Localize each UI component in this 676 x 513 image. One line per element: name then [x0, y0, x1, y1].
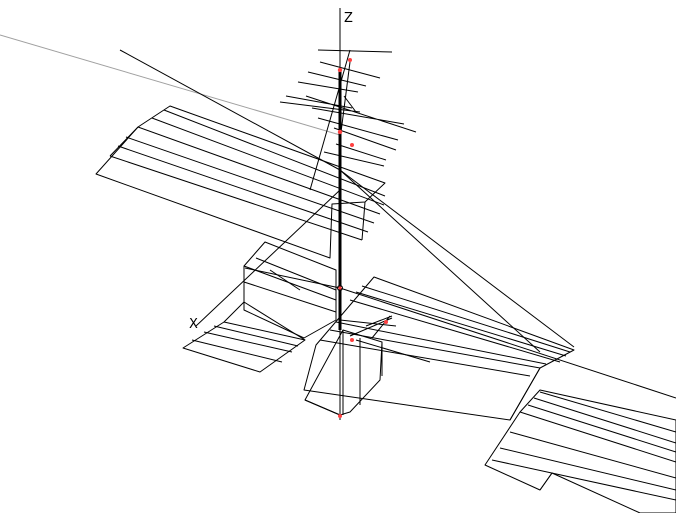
roof-structure-left: [95, 105, 386, 259]
roof-structure-far-right: [484, 389, 676, 513]
antenna-array-lower: [339, 315, 431, 363]
guy-wires: [119, 49, 676, 399]
antenna-array-upper: [279, 49, 417, 191]
roof-structure-center: [243, 241, 337, 339]
x-axis-label: X: [189, 317, 198, 332]
segment-markers: [337, 58, 388, 418]
reference-line: [0, 34, 341, 136]
mast-base-box: [304, 329, 383, 416]
z-axis-label: Z: [344, 11, 353, 26]
roof-structure-lower-left: [182, 301, 306, 373]
x-axis: X: [189, 189, 341, 332]
roof-structure-right: [303, 276, 575, 421]
